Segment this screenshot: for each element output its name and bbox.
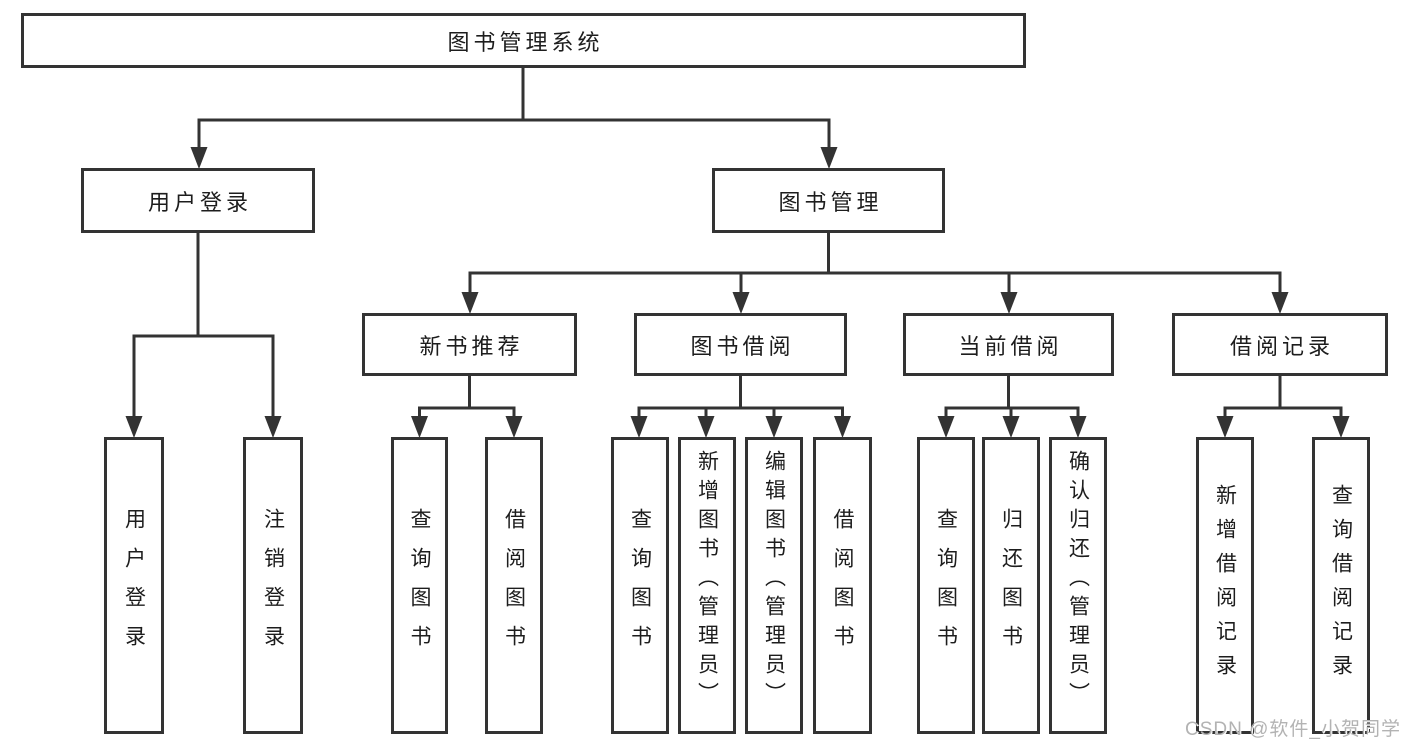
leaf-logout: 注销登录 — [243, 437, 303, 734]
node-book-management: 图书管理 — [712, 168, 945, 233]
node-borrow-records-label: 借阅记录 — [1229, 333, 1334, 359]
leaf-user-login-label: 用户登录 — [122, 507, 146, 664]
leaf-borrow-edit-books-admin-label: 编辑图书（管理员） — [762, 450, 786, 711]
node-book-borrow-label: 图书借阅 — [690, 333, 795, 359]
leaf-current-return-books-label: 归还图书 — [999, 507, 1023, 664]
leaf-borrow-add-books-admin-label: 新增图书（管理员） — [695, 450, 719, 711]
node-root-label: 图书管理系统 — [447, 29, 604, 55]
leaf-borrow-query-books-label: 查询图书 — [628, 507, 652, 664]
node-new-book-recommend-label: 新书推荐 — [419, 333, 524, 359]
node-user-login-label: 用户登录 — [147, 189, 252, 215]
leaf-current-return-books: 归还图书 — [982, 437, 1040, 734]
leaf-records-query-record: 查询借阅记录 — [1312, 437, 1370, 734]
leaf-borrow-edit-books-admin: 编辑图书（管理员） — [745, 437, 803, 734]
leaf-borrow-borrow-books-label: 借阅图书 — [831, 507, 854, 664]
leaf-current-confirm-return-admin-label: 确认归还（管理员） — [1066, 450, 1090, 711]
leaf-borrow-add-books-admin: 新增图书（管理员） — [678, 437, 736, 734]
node-book-management-label: 图书管理 — [778, 189, 883, 215]
leaf-borrow-borrow-books: 借阅图书 — [813, 437, 872, 734]
leaf-current-confirm-return-admin: 确认归还（管理员） — [1049, 437, 1107, 734]
node-new-book-recommend: 新书推荐 — [362, 313, 577, 376]
leaf-newbook-borrow-books-label: 借阅图书 — [502, 507, 526, 664]
csdn-watermark: CSDN @软件_小贺同学 — [1185, 719, 1401, 740]
node-borrow-records: 借阅记录 — [1172, 313, 1388, 376]
leaf-newbook-borrow-books: 借阅图书 — [485, 437, 543, 734]
leaf-newbook-query-books-label: 查询图书 — [408, 507, 431, 664]
node-user-login: 用户登录 — [81, 168, 315, 233]
node-book-borrow: 图书借阅 — [634, 313, 847, 376]
leaf-borrow-query-books: 查询图书 — [611, 437, 669, 734]
node-current-borrow-label: 当前借阅 — [958, 333, 1063, 359]
leaf-logout-label: 注销登录 — [261, 507, 285, 664]
leaf-records-add-record: 新增借阅记录 — [1196, 437, 1254, 734]
leaf-newbook-query-books: 查询图书 — [391, 437, 448, 734]
leaf-user-login: 用户登录 — [104, 437, 164, 734]
leaf-current-query-books: 查询图书 — [917, 437, 975, 734]
node-current-borrow: 当前借阅 — [903, 313, 1114, 376]
leaf-records-query-record-label: 查询借阅记录 — [1329, 483, 1353, 688]
leaf-current-query-books-label: 查询图书 — [934, 507, 958, 664]
leaf-records-add-record-label: 新增借阅记录 — [1213, 483, 1237, 688]
node-root: 图书管理系统 — [21, 13, 1026, 68]
